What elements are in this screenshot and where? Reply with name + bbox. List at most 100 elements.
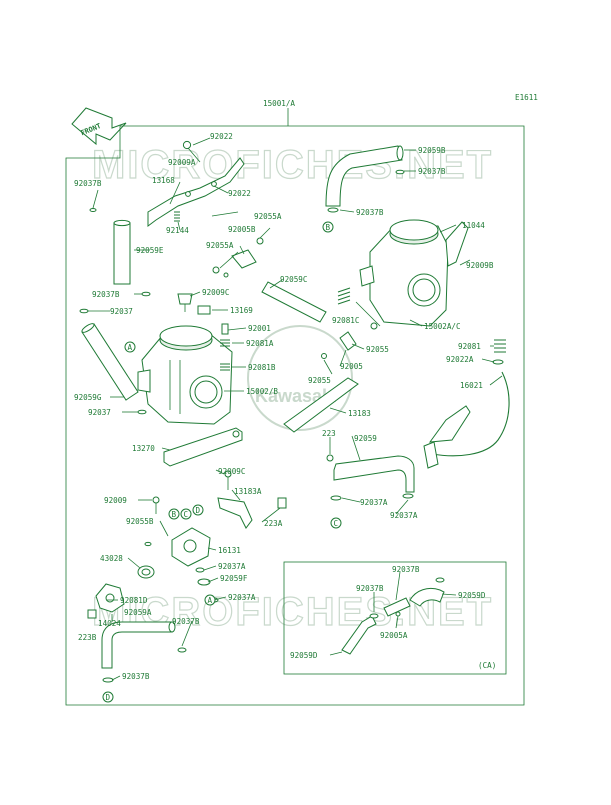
hose-92059G [79,291,151,415]
ca-label-92037B-a: 92037B [356,584,384,593]
label-16131: 16131 [218,546,241,555]
link-13183 [283,377,359,462]
hose-92059E [89,208,131,285]
label-92059C: 92059C [280,275,307,284]
cable-16021 [423,371,510,469]
ca-hose-92059D-upper [409,577,445,607]
screw-13169 [197,305,211,315]
label-92037B-l: 92037B [92,290,120,299]
ca-label-92059D-a: 92059D [458,591,486,600]
label-92059G: 92059G [74,393,102,402]
screw-92001 [220,323,230,371]
assembly-number: 15001/A [263,99,295,108]
label-92059A: 92059A [124,608,152,617]
label-13183: 13183 [348,409,371,418]
callout-C1: C [180,508,192,520]
label-92009: 92009 [104,496,127,505]
label-92037-l2: 92037 [88,408,111,417]
label-16021: 16021 [460,381,483,390]
label-92081: 92081 [458,342,481,351]
label-92037B-tr: 92037B [418,167,446,176]
spring-92144 [174,211,180,222]
label-13183A: 13183A [234,487,262,496]
spring-92081 [492,339,506,365]
label-92009B: 92009B [466,261,494,270]
carburetor-right-15002AC [359,219,469,327]
callout-A1: A [124,341,136,353]
label-92059F: 92059F [220,574,248,583]
ca-hose-92059D-lower [341,613,379,655]
label-223: 223 [322,429,336,438]
label-223A: 223A [264,519,283,528]
watermark-top: MICROFICHES.NET [92,143,493,187]
label-92037A-b: 92037A [228,593,256,602]
label-223B: 223B [78,633,97,642]
valve-16131 [144,496,211,567]
label-13270: 13270 [132,444,155,453]
svg-text:D: D [196,506,201,515]
pipe-92059C [261,281,327,323]
label-92081C: 92081C [332,316,359,325]
label-92037B-bot: 92037B [122,672,150,681]
label-92005B: 92005B [228,225,256,234]
label-92037B-bl: 92037B [172,617,200,626]
ca-label-92005A: 92005A [380,631,408,640]
label-92081D: 92081D [120,596,148,605]
label-92059: 92059 [354,434,377,443]
screw-92009C [177,293,193,312]
ca-subassembly-box: (CA) [283,561,507,675]
label-92037A-a: 92037A [218,562,246,571]
svg-text:C: C [184,510,189,519]
svg-text:A: A [128,343,133,352]
label-92055-2: 92055 [308,376,331,385]
label-92037A-c: 92037A [360,498,388,507]
front-arrow-icon: FRONT [71,107,127,146]
svg-text:A: A [208,596,213,605]
svg-text:C: C [334,519,339,528]
label-92055B: 92055B [126,517,154,526]
hose-92059B [325,145,405,213]
label-92059B: 92059B [418,146,446,155]
rod-92005 [321,322,378,359]
label-92037B-tl: 92037B [74,179,102,188]
label-92037A-d: 92037A [390,511,418,520]
label-15002AC: 15002A/C [424,322,461,331]
label-11044: 11044 [462,221,485,230]
label-92022-mid: 92022 [228,189,251,198]
callout-B1: B [322,221,334,233]
assembly-frame: 15001/A [65,99,525,706]
filter-43028 [137,565,155,579]
label-15002B: 15002/B [246,387,278,396]
ca-label-92037B-b: 92037B [392,565,420,574]
label-92009C-a: 92009C [202,288,229,297]
label-92055A-a: 92055A [254,212,282,221]
callout-A2: A [204,594,216,606]
callout-C2: C [330,517,342,529]
svg-text:B: B [172,510,177,519]
label-92037B-mid: 92037B [356,208,384,217]
svg-text:D: D [106,693,111,702]
bracket-13183A [217,470,287,529]
callout-D1: D [192,504,204,516]
label-13169: 13169 [230,306,253,315]
leader-lines [88,137,503,681]
callout-D2: D [102,691,114,703]
ca-label-92059D-b: 92059D [290,651,318,660]
hose-92059A [101,621,187,683]
shaft-13270 [163,427,243,467]
ca-fitting-92005A [383,597,411,617]
diagram-code: E1611 [515,93,538,102]
label-92081B: 92081B [248,363,276,372]
spring-92081C [337,287,351,305]
label-92081A: 92081A [246,339,274,348]
label-92009C-b: 92009C [218,467,245,476]
carburetor-left-15002B [137,325,233,425]
label-92022-top: 92022 [210,132,233,141]
label-14024: 14024 [98,619,121,628]
svg-text:B: B [326,223,331,232]
label-43028: 43028 [100,554,123,563]
ca-label: (CA) [478,661,496,670]
part-labels: 92022 92009A 92022 13168 92037B 92144 92… [74,132,494,681]
